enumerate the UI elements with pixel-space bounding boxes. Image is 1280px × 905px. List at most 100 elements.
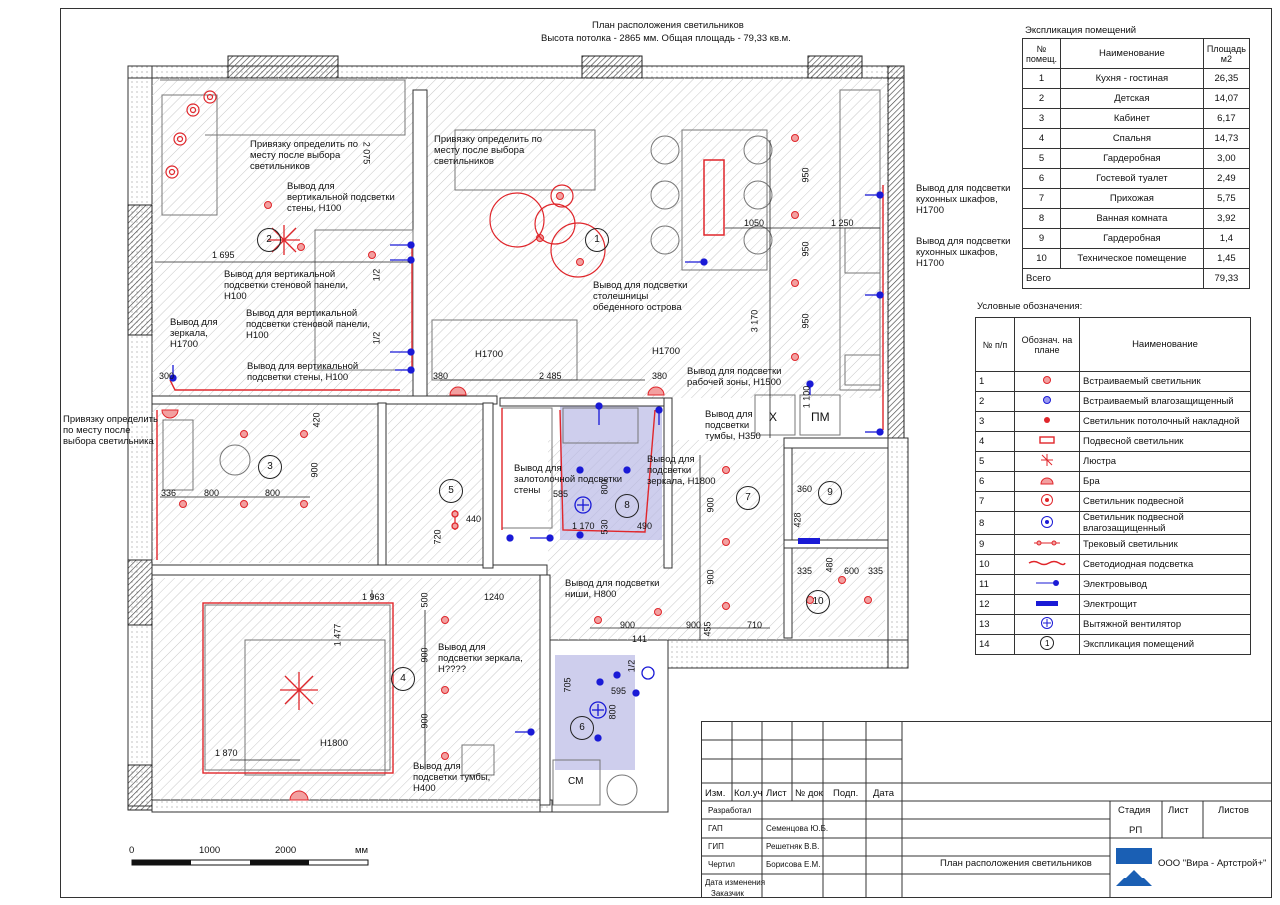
room-number-7: 7 [736,486,760,510]
plan-subtitle: Высота потолка - 2865 мм. Общая площадь … [541,33,791,44]
waterproof-pendant-icon [1014,511,1080,535]
label-dishwasher: ПМ [811,410,830,424]
stamp-role-gip: ГИП [708,842,724,851]
note-mirror-bath: Вывод для подсветки зеркала, Н1800 [647,454,716,487]
dim: 380 [652,371,668,381]
stamp-header-sign: Подп. [833,788,859,799]
dim: 380 [433,371,449,381]
scale-unit: мм [355,845,369,856]
dim: 1 870 [215,748,238,758]
total-value: 79,33 [1202,268,1251,289]
explication-caption: Экспликация помещений [1025,25,1137,36]
stamp-role-developer: Разработал [708,806,752,815]
note-wall-panel-1: Вывод для вертикальной подсветки стеново… [224,269,348,302]
note-binding-kitchen: Привязку определить по месту после выбор… [434,134,543,167]
dim: 335 [797,566,813,576]
stamp-header-count: Кол.уч [734,788,763,799]
note-wall-light-top: Вывод для вертикальной подсветки стены, … [287,181,395,214]
note-ceiling-wall-light: Вывод для залотолочной подсветки стены [514,463,623,496]
dim: 900 [620,620,636,630]
stamp-role-drafter: Чертил [708,860,735,869]
room-number-2: 2 [257,228,281,252]
stamp-stage: РП [1129,825,1143,836]
room-number-1: 1 [585,228,609,252]
room-number-9: 9 [818,481,842,505]
note-vanity-bath: Вывод для подсветки тумбы, Н350 [705,409,761,442]
dim: 490 [637,521,653,531]
dim: 585 [553,489,569,499]
dim: 440 [466,514,482,524]
stamp-header-date: Дата [873,788,895,799]
note-mirror-bedroom: Вывод для подсветки зеркала, Н???? [438,642,523,675]
dim: 1050 [744,218,765,228]
cell: Экспликация помещений [1079,634,1251,655]
dim: 1 250 [831,218,854,228]
cell: 3,92 [1202,208,1251,229]
stamp-role-client: Заказчик [711,889,744,898]
room-number-6: 6 [570,716,594,740]
explication-header-name: Наименование [1059,38,1204,69]
total-label: Всего [1022,268,1204,289]
dim: 1 170 [572,521,595,531]
cell: 8 [975,511,1015,535]
stamp-header-sheet: Лист [766,788,787,799]
cell: 10 [1022,248,1061,269]
title-block [701,721,1272,898]
explication-header-area: Площадь м2 [1202,38,1251,69]
dim: 900 [686,620,702,630]
note-wall-panel-2: Вывод для вертикальной подсветки стеново… [246,308,370,341]
dim: 800 [265,488,281,498]
note-wall-light-bottom: Вывод для вертикальной подсветки стены, … [247,361,359,383]
stamp-name-gap: Семенцова Ю.Б. [766,824,829,833]
note-binding-side: Привязку определить по месту после выбор… [63,414,158,447]
dim: 300 [159,371,175,381]
drawing-frame [60,8,1272,898]
label-washer: СМ [568,776,584,787]
dim: 335 [868,566,884,576]
stamp-company: ООО "Вира - Артстрой+" [1158,858,1267,869]
dim: 800 [204,488,220,498]
stamp-sheet-label: Лист [1168,805,1189,816]
note-kitchen-cabinets-2: Вывод для подсветки кухонных шкафов, Н17… [916,236,1011,269]
dim: 141 [632,634,648,644]
note-binding-room2: Привязку определить по месту после выбор… [250,139,359,172]
dim: 336 [161,488,177,498]
dim: 2 485 [539,371,562,381]
stamp-header-doc: № док [795,788,823,799]
scale-tick-1000: 1000 [199,845,221,856]
room-number-10: 10 [806,590,830,614]
note-dining-island: Вывод для подсветки столешницы обеденног… [593,280,688,313]
stamp-header-change: Изм. [705,788,726,799]
note-h1800: Н1800 [320,738,348,749]
stamp-drawing-title: План расположения светильников [940,858,1092,869]
dim: 710 [747,620,763,630]
room-number-5: 5 [439,479,463,503]
room-number-3: 3 [258,455,282,479]
scale-tick-2000: 2000 [275,845,297,856]
scale-tick-0: 0 [129,845,135,856]
plan-title: План расположения светильников [592,20,744,31]
svg-text:1: 1 [1045,639,1050,648]
note-h1700-a: Н1700 [475,349,503,360]
stamp-stage-label: Стадия [1118,805,1151,816]
room-number-4: 4 [391,667,415,691]
dim: 360 [797,484,813,494]
stamp-role-change-date: Дата изменения [705,878,766,887]
note-vanity-bedroom: Вывод для подсветки тумбы, Н400 [413,761,491,794]
note-kitchen-cabinets-1: Вывод для подсветки кухонных шкафов, Н17… [916,183,1011,216]
